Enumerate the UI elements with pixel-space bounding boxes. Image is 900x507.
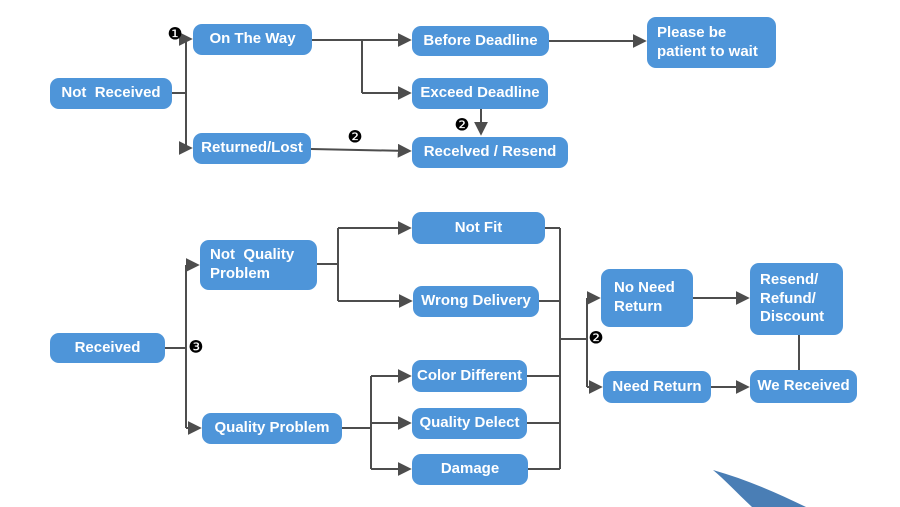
node-received-resend: Recelved / Resend	[412, 137, 568, 168]
node-color-different: Color Different	[412, 360, 527, 392]
node-label: Quality Problem	[214, 419, 330, 437]
node-damage: Damage	[412, 454, 528, 485]
node-label: Quality Delect	[419, 414, 520, 432]
node-quality-problem: Quality Problem	[202, 413, 342, 444]
node-label: Please be patient to wait	[657, 23, 758, 60]
node-quality-delect: Quality Delect	[412, 408, 527, 439]
node-we-received: We Received	[750, 370, 857, 403]
node-label: Damage	[440, 460, 500, 478]
node-label: Color Different	[417, 366, 522, 384]
node-resend-refund-discount: Resend/ Refund/ Discount	[750, 263, 843, 335]
node-please-be-patient: Please be patient to wait	[647, 17, 776, 68]
node-label: On The Way	[209, 30, 296, 48]
corner-swoosh-decoration	[713, 470, 806, 507]
node-label: Exceed Deadline	[420, 84, 540, 102]
step-marker-3: ❸	[188, 337, 204, 358]
node-label: No Need Return	[614, 279, 675, 315]
node-exceed-deadline: Exceed Deadline	[412, 78, 548, 109]
node-before-deadline: Before Deadline	[412, 26, 549, 56]
node-not-quality-problem: Not Quality Problem	[200, 240, 317, 290]
node-label: Recelved / Resend	[423, 143, 557, 161]
node-label: We Received	[757, 377, 850, 395]
node-no-need-return: No Need Return	[601, 269, 693, 327]
step-marker-2-exceed: ❷	[454, 115, 470, 136]
node-label: Not Received	[61, 84, 161, 102]
node-not-fit: Not Fit	[412, 212, 545, 244]
node-wrong-delivery: Wrong Delivery	[413, 286, 539, 317]
node-not-received: Not Received	[50, 78, 172, 109]
step-marker-1: ❶	[167, 24, 183, 45]
node-returned-lost: Returned/Lost	[193, 133, 311, 164]
node-on-the-way: On The Way	[193, 24, 312, 55]
node-label: Need Return	[612, 377, 702, 395]
node-label: Wrong Delivery	[421, 292, 531, 310]
node-label: Not Fit	[454, 218, 503, 236]
node-label: Returned/Lost	[201, 139, 303, 157]
node-label: Resend/ Refund/ Discount	[760, 270, 825, 326]
step-marker-2-returned: ❷	[347, 127, 363, 148]
step-marker-2-return: ❷	[588, 328, 604, 349]
node-label: Not Quality Problem	[210, 246, 295, 282]
node-received: Received	[50, 333, 165, 363]
node-label: Received	[74, 338, 141, 356]
node-label: Before Deadline	[423, 31, 538, 49]
node-need-return: Need Return	[603, 371, 711, 403]
